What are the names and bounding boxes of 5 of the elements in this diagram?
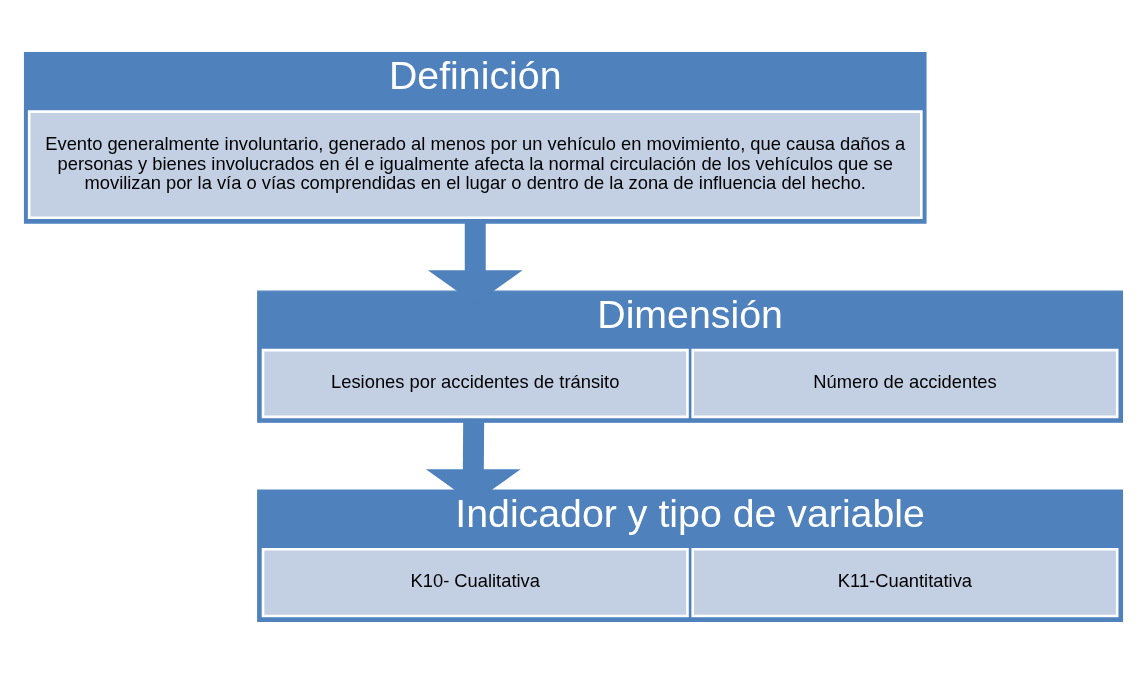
node-box: K10- Cualitativa xyxy=(261,547,689,617)
node-box: K11-Cuantitativa xyxy=(691,547,1119,617)
node-box: Número de accidentes xyxy=(691,348,1119,418)
node-box: Lesiones por accidentes de tránsito xyxy=(261,348,689,418)
node-box: Evento generalmente involuntario, generado al menos por un vehículo en movimiento, que causa daños a personas y bienes involucrados en él e igualmente afecta la normal circulación de los vehículos que se movilizan por la vía o vías comprendidas en el lugar o dentro de la zona de influencia del hecho. xyxy=(27,109,923,219)
